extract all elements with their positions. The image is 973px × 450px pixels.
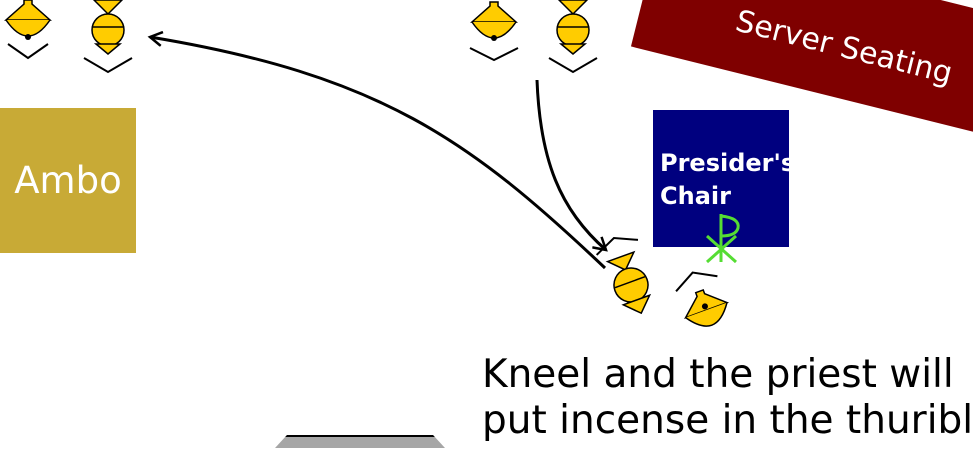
boat-bearer-icon <box>675 271 730 327</box>
presiders-chair-label-line2: Chair <box>660 182 731 210</box>
thurible-server-icon <box>595 236 652 315</box>
instruction-line-2: put incense in the thurible <box>482 398 973 443</box>
presiders-chair-label-line1: Presider's <box>660 149 796 177</box>
altar <box>275 435 445 448</box>
chi-rho-icon <box>705 214 740 264</box>
arrow-icon <box>535 79 606 250</box>
ambo-label: Ambo <box>14 159 122 202</box>
thurible-server-icon <box>83 0 133 74</box>
boat-bearer-icon <box>469 1 519 62</box>
instruction-text: Kneel and the priest will put incense in… <box>482 352 973 444</box>
ambo: Ambo <box>0 108 136 253</box>
boat-bearer-icon <box>4 0 52 60</box>
thurible-server-icon <box>548 0 598 74</box>
presiders-chair: Presider's Chair <box>653 110 796 247</box>
arrow-icon <box>150 37 607 270</box>
instruction-line-1: Kneel and the priest will <box>482 352 954 397</box>
